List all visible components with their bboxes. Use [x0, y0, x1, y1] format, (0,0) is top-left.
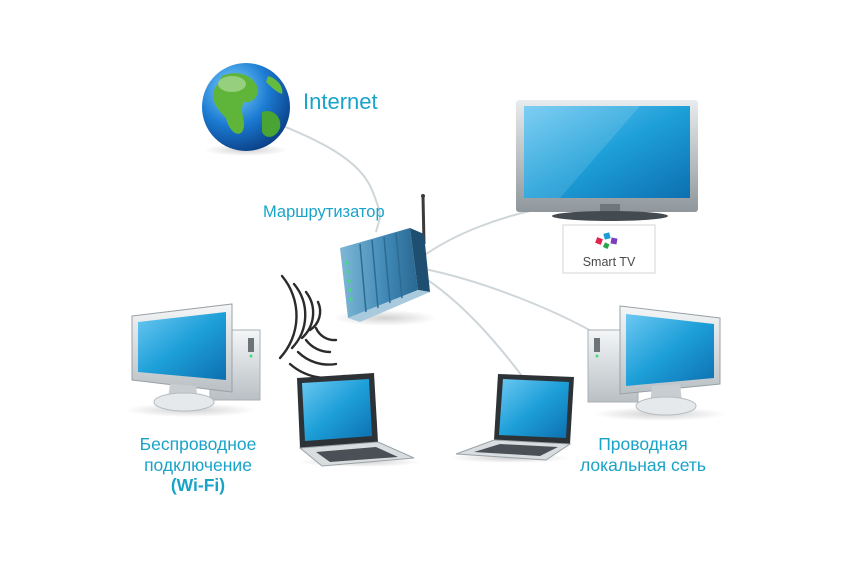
laptop-icon: [450, 374, 574, 463]
wired-label-line-2: локальная сеть: [579, 454, 706, 475]
wireless-label-line-3: (Wi-Fi): [170, 475, 226, 496]
cable-router-laptop: [419, 274, 526, 381]
globe-icon: [202, 63, 290, 156]
smart-tv-label: Smart TV: [583, 255, 636, 269]
internet-label: Internet: [303, 89, 378, 114]
desktop-icon: [124, 303, 261, 417]
smart-tv-logo: Smart TV: [562, 224, 656, 274]
wired-network-label: Проводная локальная сеть: [568, 434, 718, 475]
cable-internet-router: [267, 119, 381, 233]
cable-router-tv: [414, 204, 561, 263]
cable-router-desktop: [419, 267, 616, 346]
tv-icon: [516, 100, 698, 221]
router-icon: [333, 194, 437, 326]
wireless-label-line-2: подключение: [144, 454, 252, 475]
router-label: Маршрутизатор: [263, 203, 385, 221]
wireless-connection-label: Беспроводное подключение (Wi-Fi): [128, 434, 268, 496]
desktop-icon: [587, 305, 726, 421]
wireless-label-line-1: Беспроводное: [139, 434, 257, 454]
wired-label-line-1: Проводная: [598, 434, 688, 454]
laptop-icon: [297, 373, 422, 467]
wifi-signal-icon: [278, 274, 346, 380]
